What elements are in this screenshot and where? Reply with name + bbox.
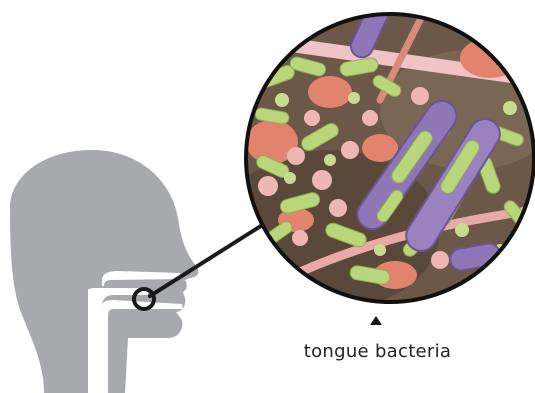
head-silhouette xyxy=(10,150,198,393)
